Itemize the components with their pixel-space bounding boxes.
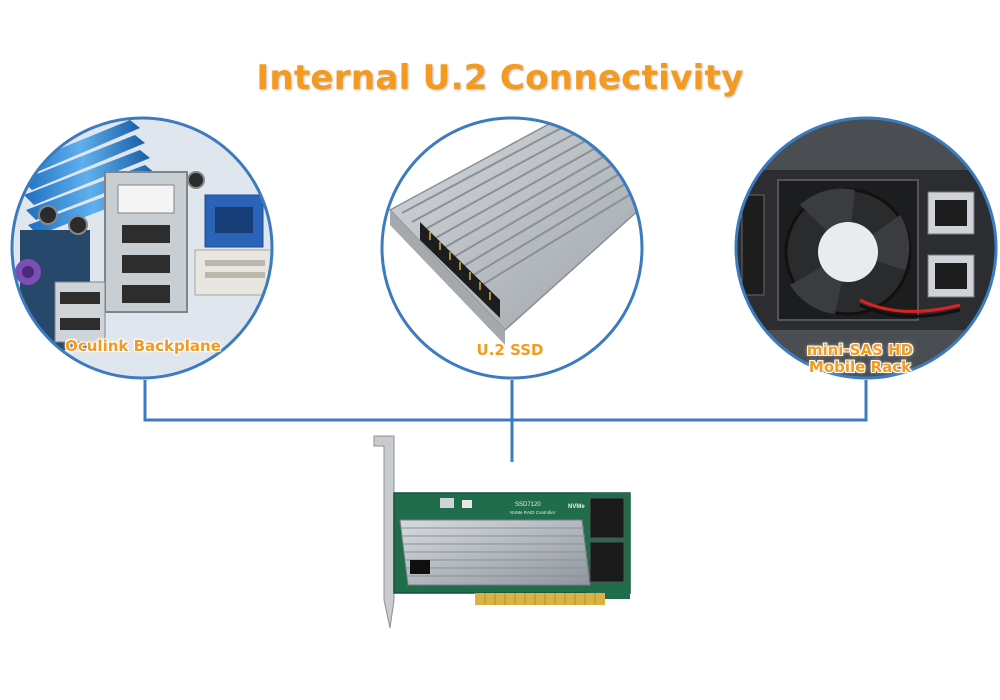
- card-chip-label: SSD7120: [515, 502, 541, 508]
- label-oculink-backplane: Oculink Backplane: [65, 337, 221, 355]
- mini-sas-mobile-rack-image: [734, 116, 998, 380]
- card-brand-label: NVMe: [568, 504, 585, 510]
- u2-ssd-image: [380, 116, 644, 380]
- label-u2-ssd: U.2 SSD: [476, 341, 544, 359]
- connector-line-left: [143, 380, 868, 422]
- card-chip-sublabel: NVMe RAID Controller: [510, 510, 556, 515]
- raid-controller-card: [373, 435, 631, 629]
- label-mini-sas-mobile-rack: mini-SAS HD Mobile Rack: [806, 341, 914, 376]
- connector-lines: [143, 380, 868, 462]
- diagram-title: Internal U.2 Connectivity: [256, 58, 744, 98]
- oculink-backplane-image: [10, 116, 274, 380]
